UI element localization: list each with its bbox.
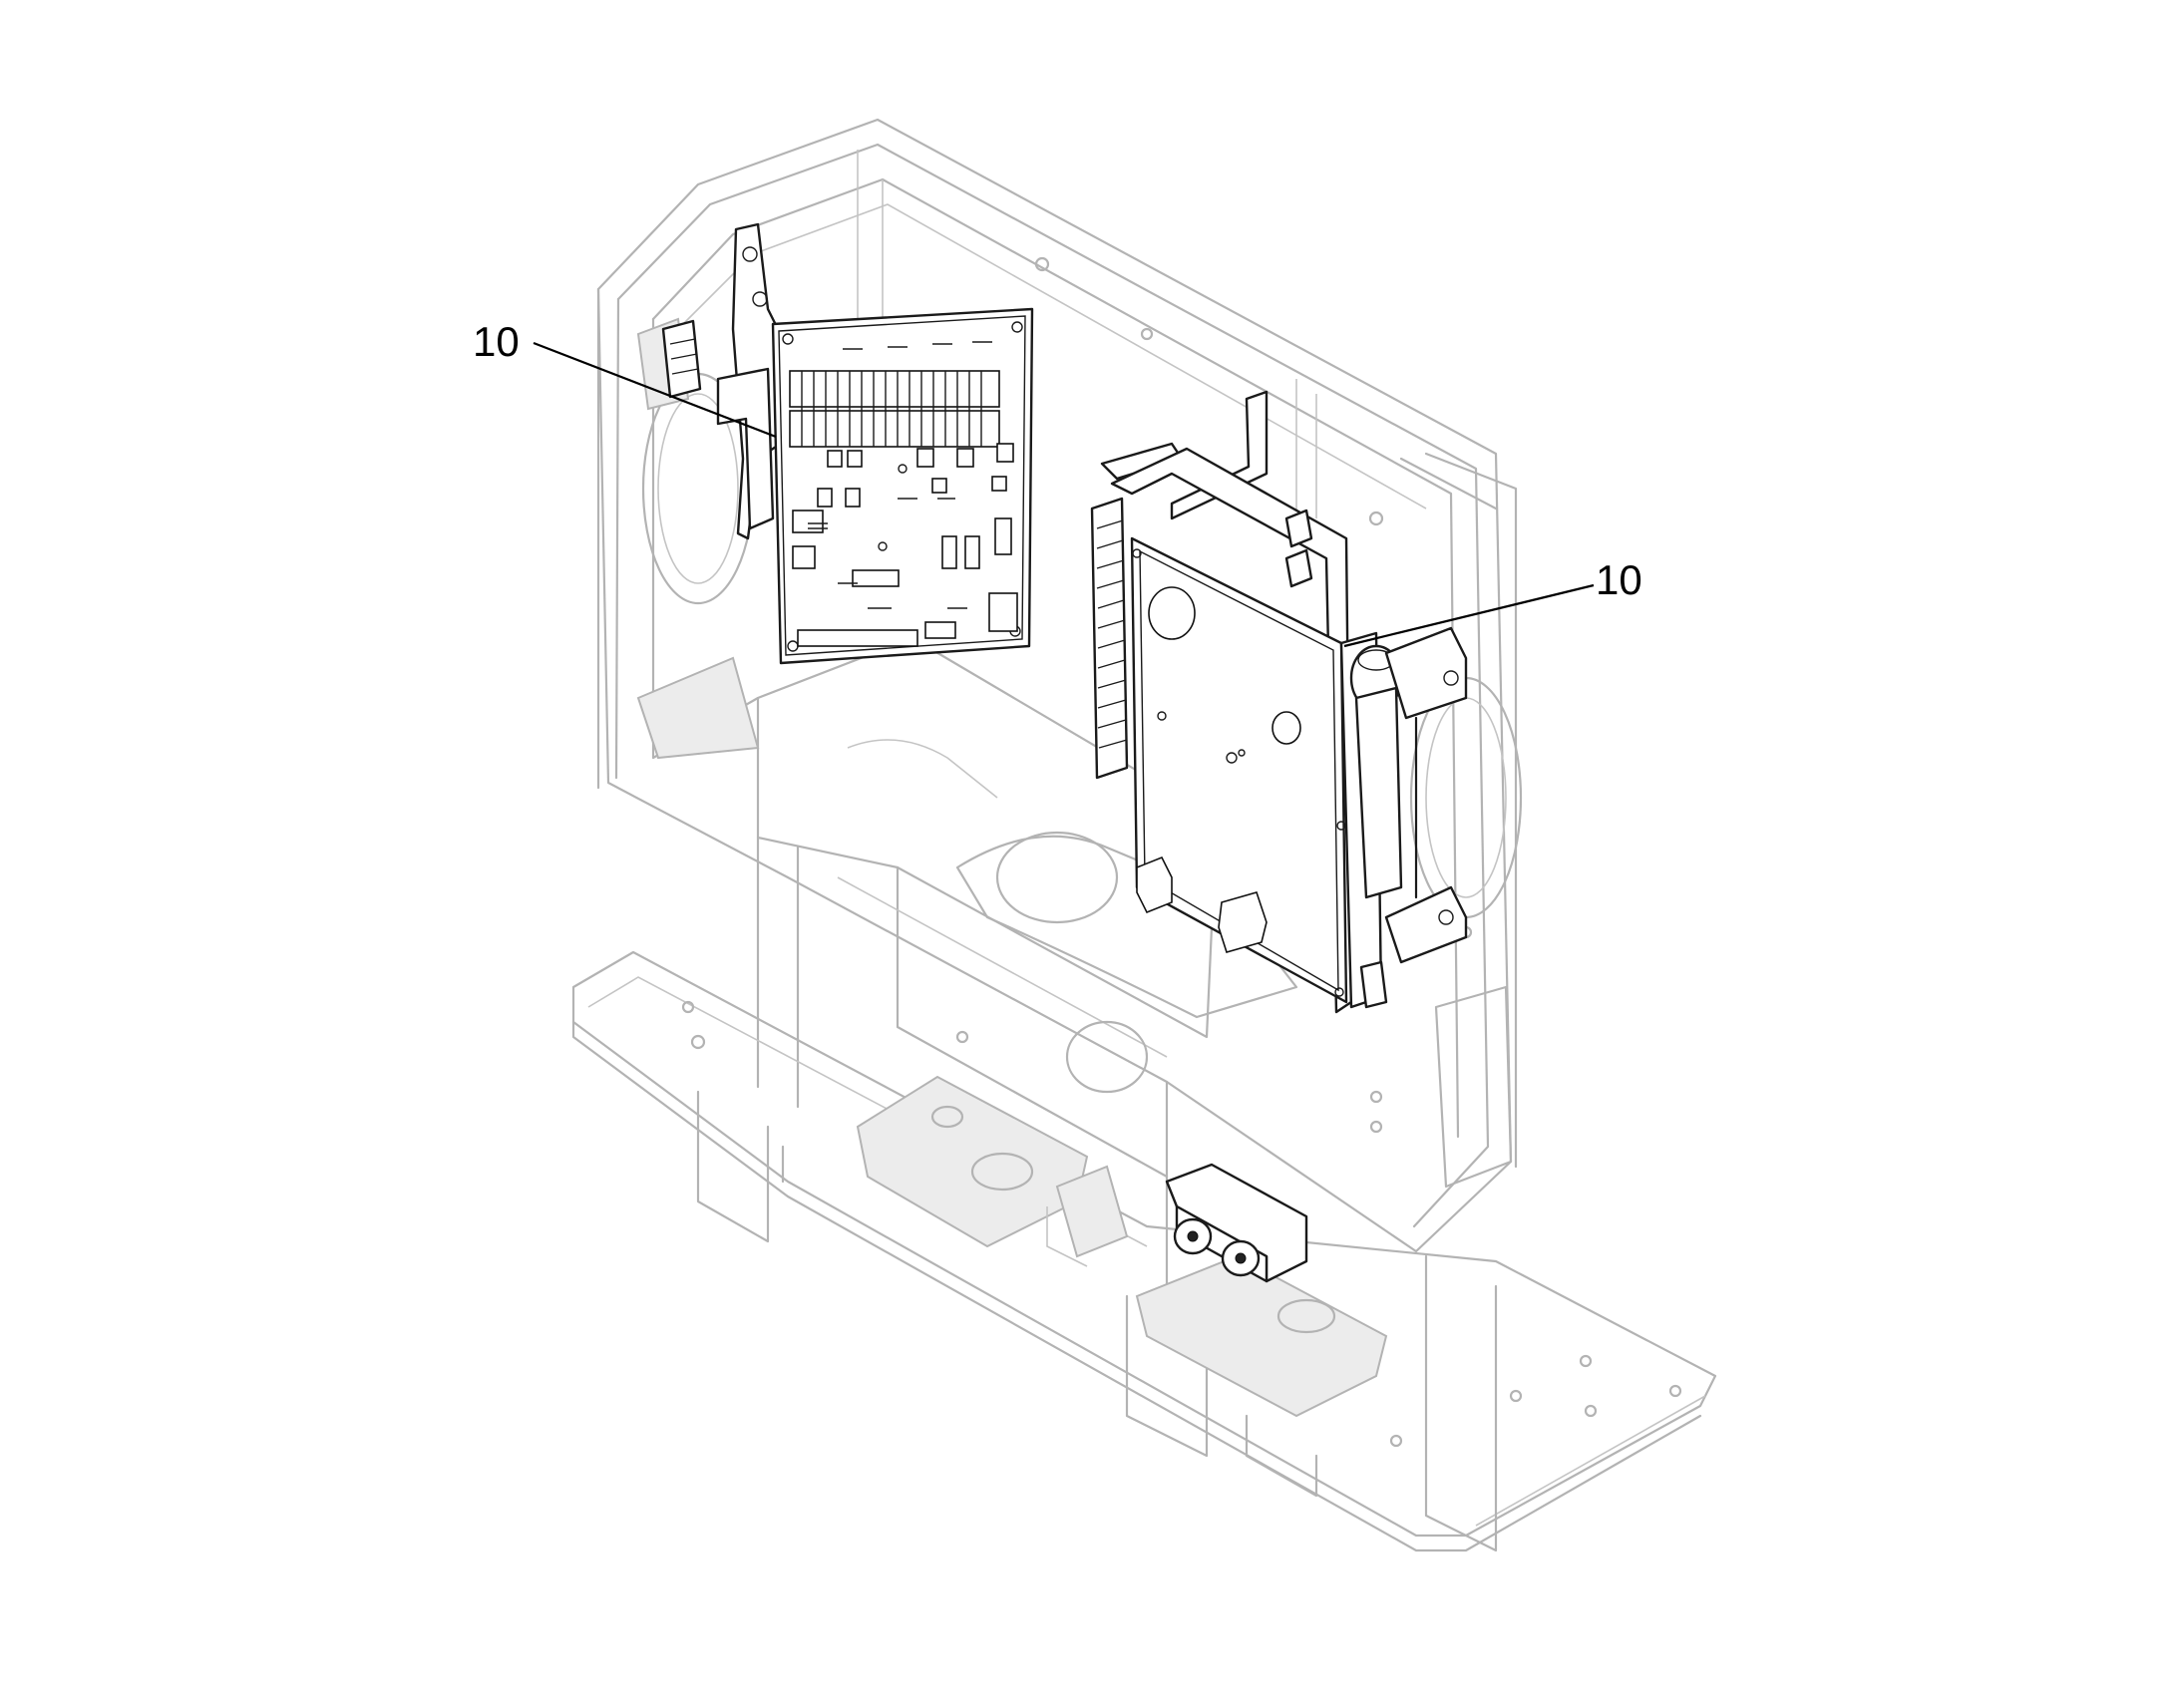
capacitor-bracket (1165, 1163, 1308, 1283)
callout-right-board: 10 (1343, 556, 1642, 648)
callout-leader-line (533, 341, 777, 439)
left-circuit-board (661, 222, 1034, 665)
callout-left-board: 10 (473, 318, 777, 439)
callout-label-left: 10 (473, 318, 520, 365)
right-circuit-board (1090, 390, 1468, 1014)
relay-array (789, 370, 1000, 448)
callout-leader-line (1343, 583, 1595, 648)
callout-label-right: 10 (1596, 556, 1642, 603)
